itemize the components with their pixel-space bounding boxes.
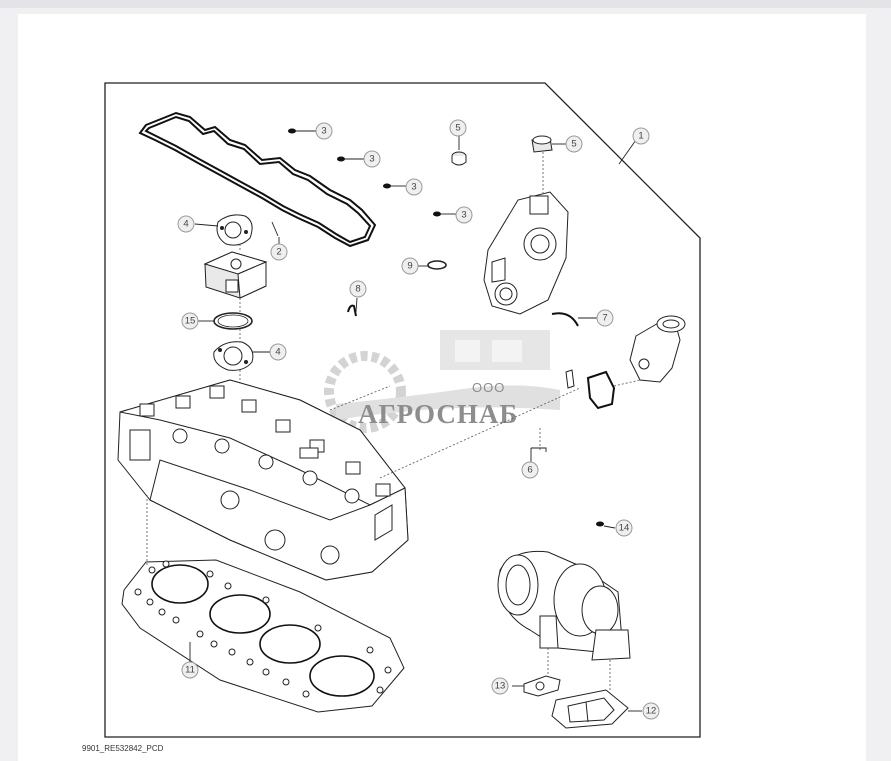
- svg-text:4: 4: [183, 219, 188, 230]
- callout-1: 1: [632, 127, 650, 145]
- callout-11: 11: [181, 661, 199, 679]
- callout-3c: 3: [405, 178, 423, 196]
- callout-4a: 4: [177, 215, 195, 233]
- callout-6: 6: [521, 461, 539, 479]
- turbocharger: [497, 550, 631, 661]
- svg-text:14: 14: [619, 523, 630, 534]
- o-ring-15: [213, 312, 253, 330]
- thermostat-housing: [203, 251, 268, 299]
- svg-text:9: 9: [407, 261, 412, 272]
- clip-8: [347, 304, 357, 317]
- watermark-brand: АГРОСНАБ: [358, 399, 518, 429]
- callout-12: 12: [642, 702, 660, 720]
- cap-5b: [531, 135, 553, 153]
- callout-3b: 3: [363, 150, 381, 168]
- gasket-13: [523, 675, 561, 697]
- callout-15: 15: [181, 312, 199, 330]
- svg-text:3: 3: [411, 182, 416, 193]
- svg-text:4: 4: [275, 347, 280, 358]
- gasket-4-upper: [216, 214, 253, 246]
- svg-text:5: 5: [455, 123, 460, 134]
- svg-text:8: 8: [355, 284, 360, 295]
- callout-5b: 5: [565, 135, 583, 153]
- seal-7: [551, 312, 579, 327]
- callout-2: 2: [270, 243, 288, 261]
- top-bar: [0, 0, 891, 8]
- valve-cover-gasket: [138, 111, 377, 248]
- svg-text:3: 3: [461, 210, 466, 221]
- svg-text:13: 13: [495, 681, 506, 692]
- callout-4b: 4: [269, 343, 287, 361]
- svg-text:15: 15: [185, 316, 196, 327]
- drawing-code-label: 9901_RE532842_PCD: [82, 744, 164, 753]
- svg-text:7: 7: [602, 313, 607, 324]
- plug-3d: [433, 211, 441, 217]
- plug-3b: [337, 156, 345, 162]
- plug-5a: [451, 151, 467, 166]
- front-housing: [483, 191, 569, 315]
- plug-3c: [383, 183, 391, 189]
- watermark-company: ООО: [472, 380, 505, 395]
- svg-text:3: 3: [321, 126, 326, 137]
- drawing-frame: [104, 82, 701, 738]
- watermark-logo: [324, 330, 560, 433]
- callout-8: 8: [349, 280, 367, 298]
- svg-text:11: 11: [185, 665, 195, 676]
- plug-3a: [288, 128, 296, 134]
- gasket-6: [565, 369, 616, 410]
- svg-text:1: 1: [638, 131, 643, 142]
- gasket-12: [551, 689, 629, 729]
- svg-text:2: 2: [276, 247, 281, 258]
- callout-13: 13: [491, 677, 509, 695]
- svg-text:6: 6: [527, 465, 532, 476]
- callout-7: 7: [596, 309, 614, 327]
- callout-9: 9: [401, 257, 419, 275]
- callout-14: 14: [615, 519, 633, 537]
- gasket-4-lower: [213, 341, 254, 371]
- head-gasket: [121, 559, 405, 713]
- cylinder-head: [117, 379, 409, 581]
- svg-text:5: 5: [571, 139, 576, 150]
- svg-text:3: 3: [369, 154, 374, 165]
- svg-text:12: 12: [646, 706, 657, 717]
- plug-14: [596, 521, 604, 527]
- callout-5a: 5: [449, 119, 467, 137]
- o-ring-9: [427, 260, 447, 270]
- pump-housing: [629, 315, 686, 383]
- callout-3d: 3: [455, 206, 473, 224]
- callout-3a: 3: [315, 122, 333, 140]
